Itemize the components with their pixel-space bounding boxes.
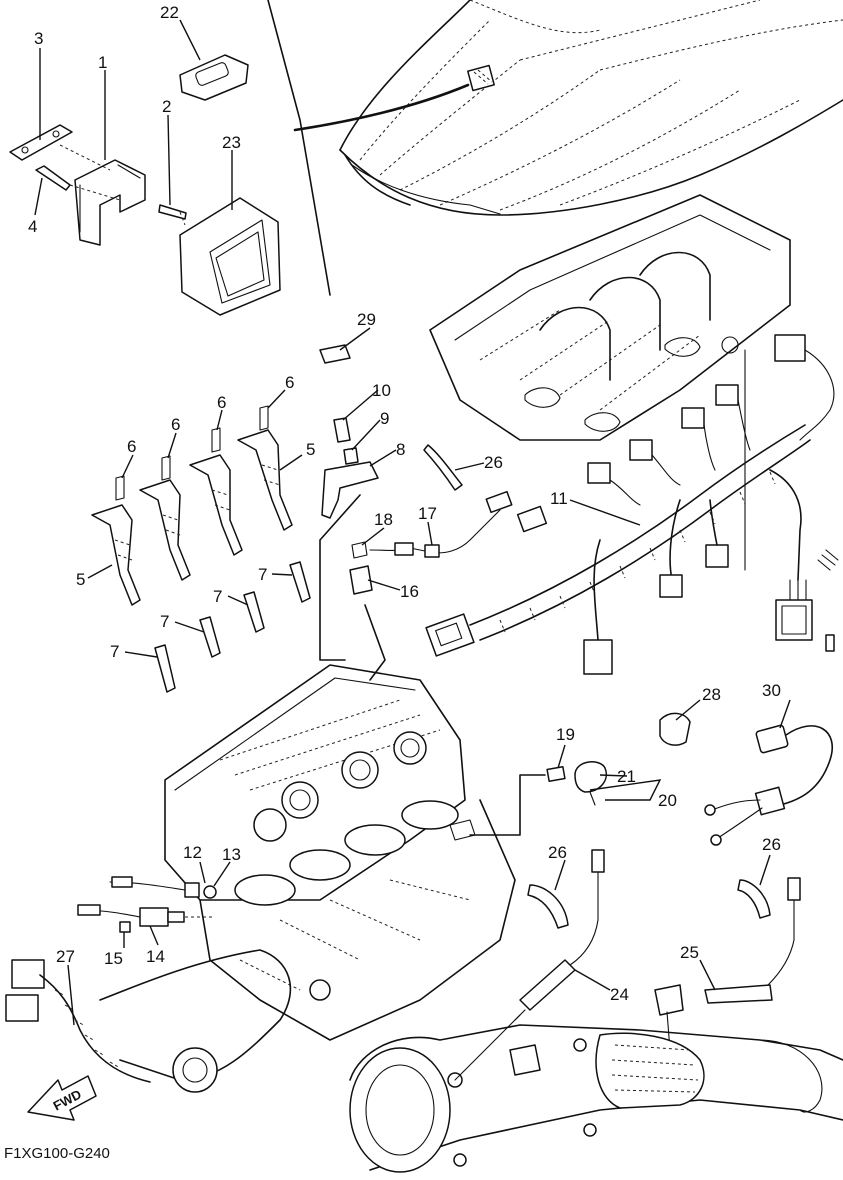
callout-7-c: 7	[160, 612, 169, 631]
callout-23: 23	[222, 133, 241, 152]
ecu-bracket-group	[9, 54, 281, 316]
callout-8: 8	[396, 440, 405, 459]
engine-block	[99, 664, 546, 1093]
callout-10: 10	[372, 381, 391, 400]
sensors-upper	[319, 344, 548, 681]
callout-29: 29	[357, 310, 376, 329]
callout-2: 2	[162, 97, 171, 116]
callout-9: 9	[380, 409, 389, 428]
callout-18: 18	[374, 510, 393, 529]
callout-6-c: 6	[217, 393, 226, 412]
callout-5-left: 5	[76, 570, 85, 589]
callout-1: 1	[98, 53, 107, 72]
callout-14: 14	[146, 947, 165, 966]
callout-5-right: 5	[306, 440, 315, 459]
callout-19: 19	[556, 725, 575, 744]
callout-4: 4	[28, 217, 37, 236]
hull-outline	[267, 0, 843, 296]
callout-16: 16	[400, 582, 419, 601]
callout-labels: 1 2 3 4 5 5 6 6 6 6 7 7 7 7 8 9 10 11 12…	[28, 3, 781, 1004]
callout-24: 24	[610, 985, 629, 1004]
callout-30: 30	[762, 681, 781, 700]
callout-28: 28	[702, 685, 721, 704]
wiring-harness	[425, 334, 839, 675]
fwd-direction-arrow	[27, 1075, 97, 1121]
callout-3: 3	[34, 29, 43, 48]
ignition-coils	[91, 405, 311, 693]
callout-26-b: 26	[548, 843, 567, 862]
callout-7-d: 7	[110, 642, 119, 661]
callout-17: 17	[418, 504, 437, 523]
callout-6-b: 6	[171, 415, 180, 434]
leader-lines	[34, 19, 791, 1026]
callout-13: 13	[222, 845, 241, 864]
diagram-code: F1XG100-G240	[4, 1145, 110, 1162]
intake-manifold	[429, 194, 791, 441]
callout-12: 12	[183, 843, 202, 862]
callout-7-b: 7	[213, 587, 222, 606]
lower-harness	[5, 959, 151, 1083]
callout-26-c: 26	[762, 835, 781, 854]
callout-27: 27	[56, 947, 75, 966]
callout-6-a: 6	[127, 437, 136, 456]
callout-11: 11	[550, 489, 568, 508]
callout-7-a: 7	[258, 565, 267, 584]
callout-6-d: 6	[285, 373, 294, 392]
callout-20: 20	[658, 791, 677, 810]
sensors-right	[527, 712, 833, 929]
sensors-lower	[77, 876, 217, 933]
callout-25: 25	[680, 943, 699, 962]
callout-22: 22	[160, 3, 179, 22]
callout-21: 21	[617, 767, 636, 786]
callout-15: 15	[104, 949, 123, 968]
exhaust-group	[349, 849, 843, 1173]
callout-26-a: 26	[484, 453, 503, 472]
